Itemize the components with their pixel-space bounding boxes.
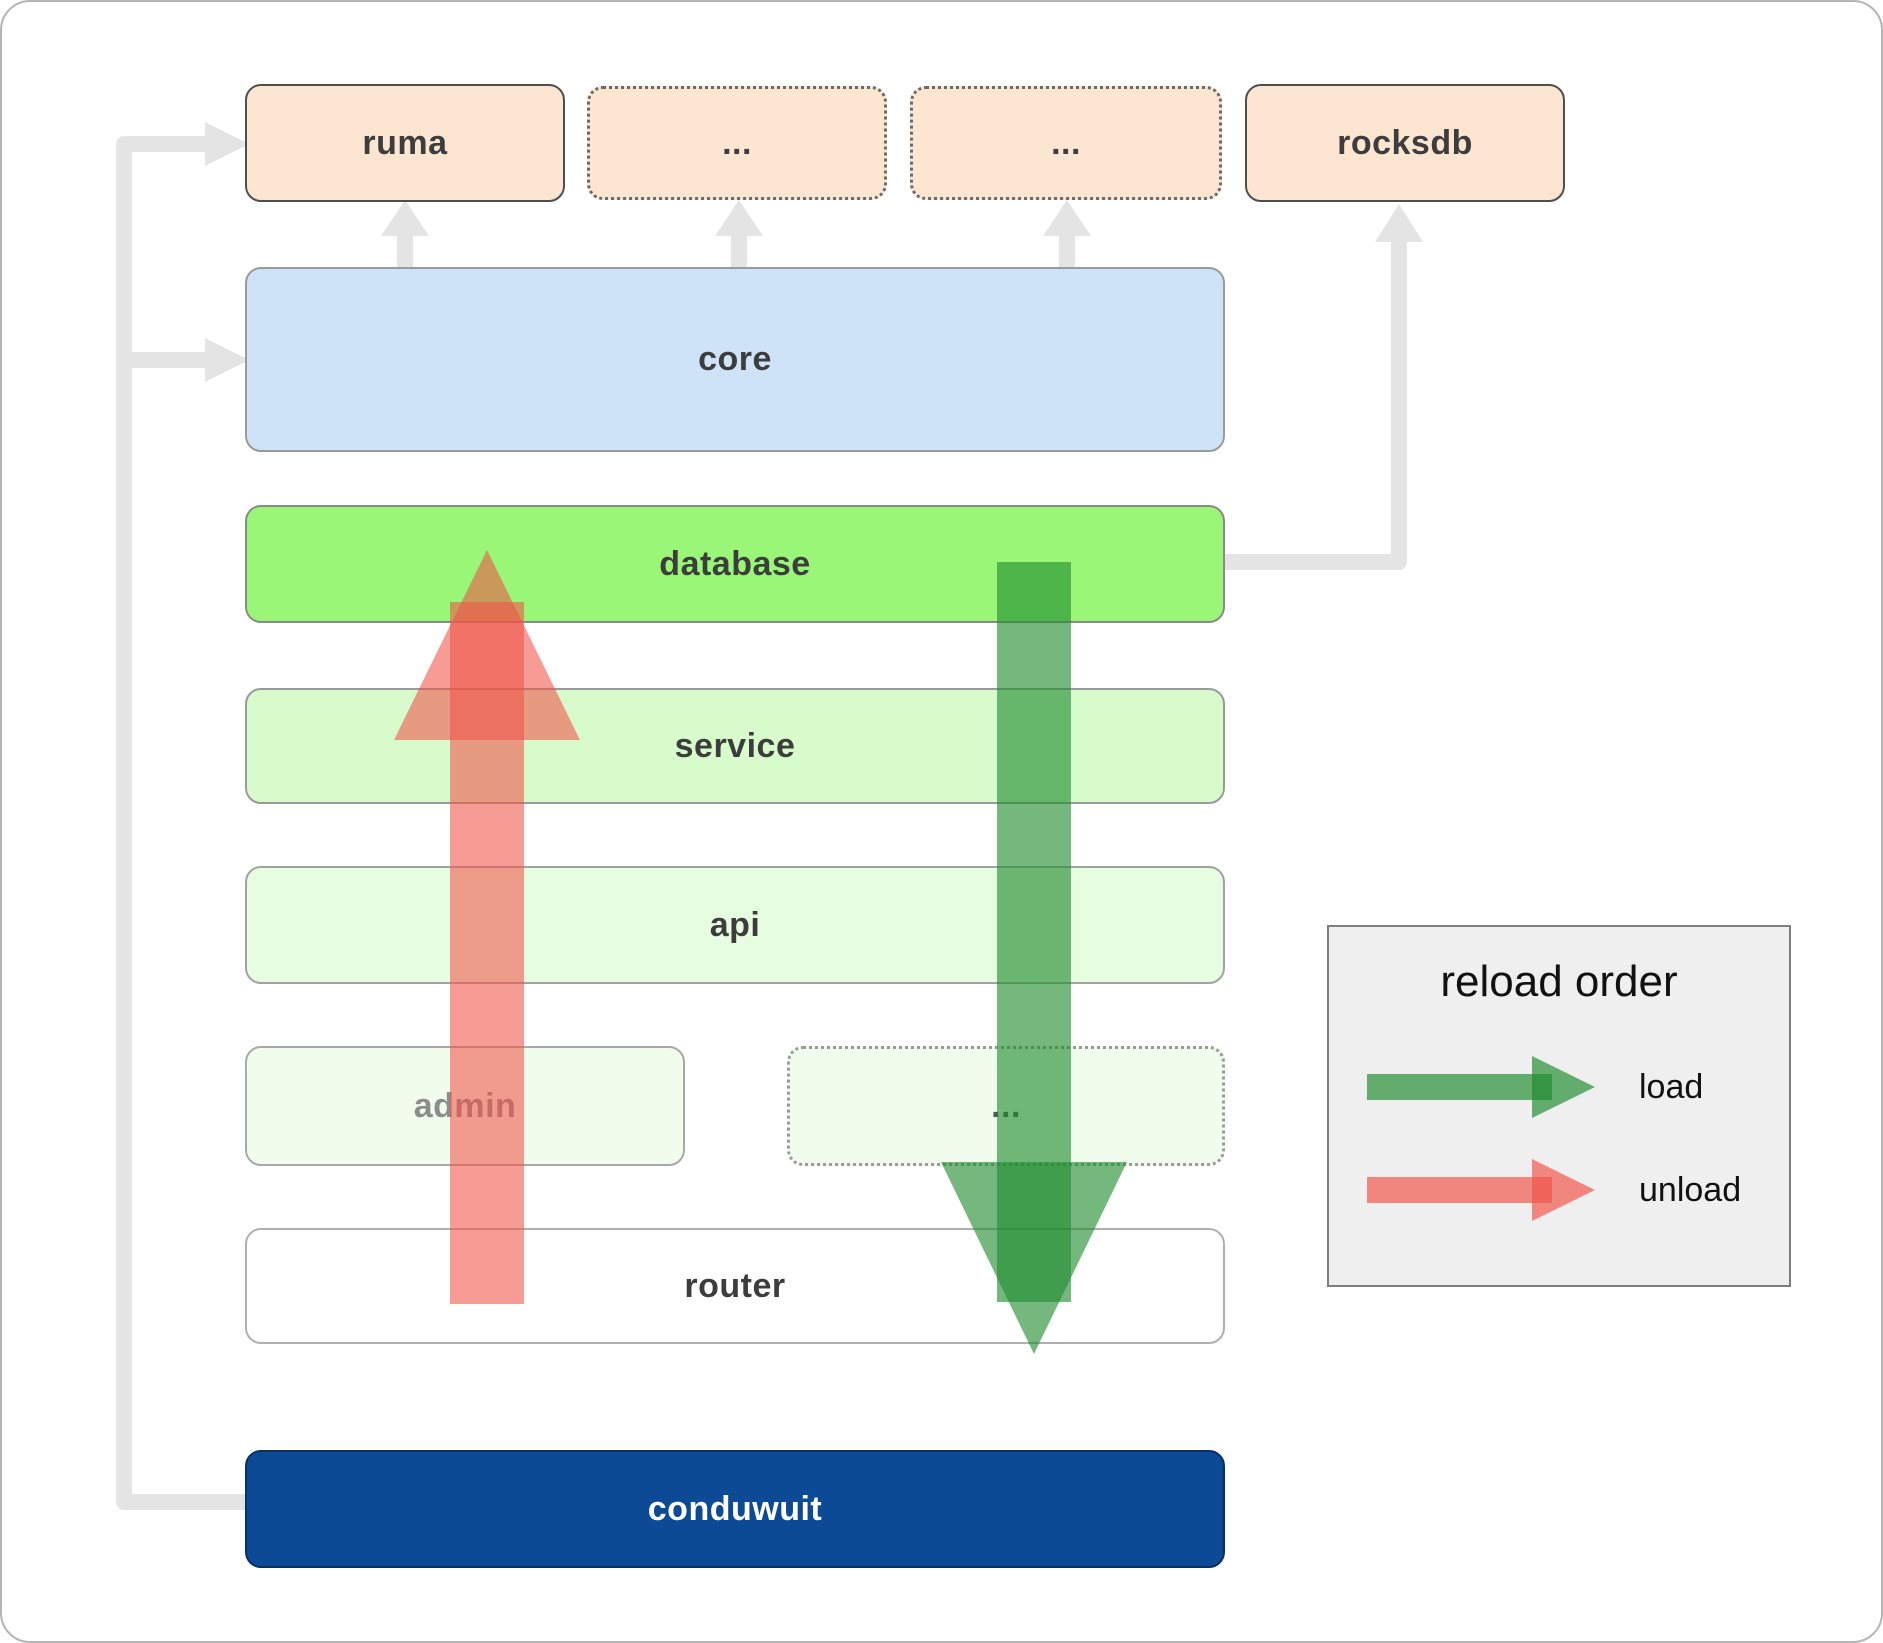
box-database: database xyxy=(245,505,1225,623)
box-service: service xyxy=(245,688,1225,804)
arrowhead-up-1 xyxy=(381,200,429,236)
legend-row-load: load xyxy=(1367,1052,1703,1122)
box-ruma-label: ruma xyxy=(362,123,448,162)
box-database-label: database xyxy=(659,544,811,583)
database-to-rocksdb-connector xyxy=(1225,240,1407,570)
legend-unload-label: unload xyxy=(1639,1170,1742,1209)
box-ellipsis-mid-label: ... xyxy=(991,1086,1021,1125)
legend-load-label: load xyxy=(1639,1067,1704,1106)
arrowhead-into-core xyxy=(205,338,249,382)
box-rocksdb-label: rocksdb xyxy=(1337,123,1473,162)
box-admin: admin xyxy=(245,1046,685,1166)
box-conduwuit-label: conduwuit xyxy=(647,1489,823,1528)
box-ellipsis-top-2-label: ... xyxy=(1051,123,1081,162)
box-ellipsis-mid: ... xyxy=(787,1046,1225,1166)
box-ellipsis-top-1: ... xyxy=(587,86,887,200)
box-ellipsis-top-2: ... xyxy=(910,86,1222,200)
box-rocksdb: rocksdb xyxy=(1245,84,1565,202)
conduwuit-to-ruma-connector xyxy=(116,136,245,1510)
box-api: api xyxy=(245,866,1225,984)
legend-title: reload order xyxy=(1440,957,1678,1006)
box-router: router xyxy=(245,1228,1225,1344)
box-api-label: api xyxy=(709,905,761,944)
unload-arrow-icon xyxy=(1367,1159,1595,1221)
box-conduwuit: conduwuit xyxy=(245,1450,1225,1568)
box-admin-label: admin xyxy=(413,1086,517,1125)
load-arrow-icon xyxy=(1367,1056,1595,1118)
box-ruma: ruma xyxy=(245,84,565,202)
arrowhead-into-rocksdb xyxy=(1375,204,1423,242)
box-ellipsis-top-1-label: ... xyxy=(722,123,752,162)
legend: reload order load unload xyxy=(1327,925,1791,1287)
box-core-label: core xyxy=(698,340,772,378)
box-service-label: service xyxy=(674,726,796,765)
arrowhead-up-2 xyxy=(715,200,763,236)
arrowhead-into-ruma xyxy=(205,122,249,166)
legend-row-unload: unload xyxy=(1367,1155,1741,1225)
box-router-label: router xyxy=(684,1266,786,1305)
arrowhead-up-3 xyxy=(1043,200,1091,236)
box-core: core xyxy=(245,267,1225,452)
